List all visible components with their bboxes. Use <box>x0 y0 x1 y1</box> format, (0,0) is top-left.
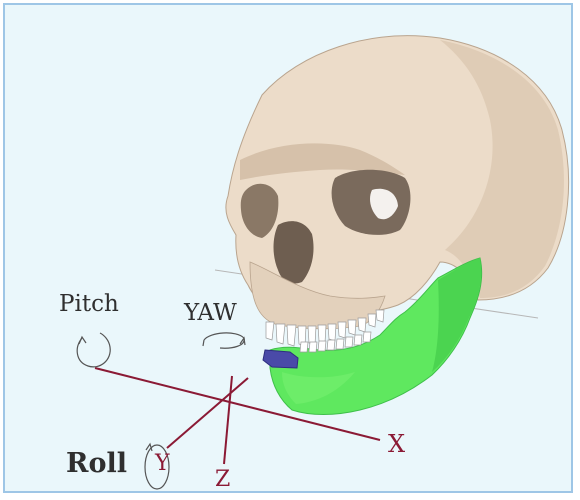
z-axis-line <box>224 376 232 464</box>
pitch-label: Pitch <box>59 291 119 317</box>
x-axis-label: X <box>388 430 405 458</box>
pitch-arrow-icon <box>77 333 110 367</box>
mandible-shade <box>432 258 481 372</box>
yaw-arrow-icon <box>203 333 245 348</box>
skull-model <box>226 36 569 415</box>
yaw-label: YAW <box>184 300 237 326</box>
roll-label: Roll <box>66 448 127 479</box>
y-axis-label: Y <box>155 451 170 476</box>
z-axis-label: Z <box>215 467 230 492</box>
